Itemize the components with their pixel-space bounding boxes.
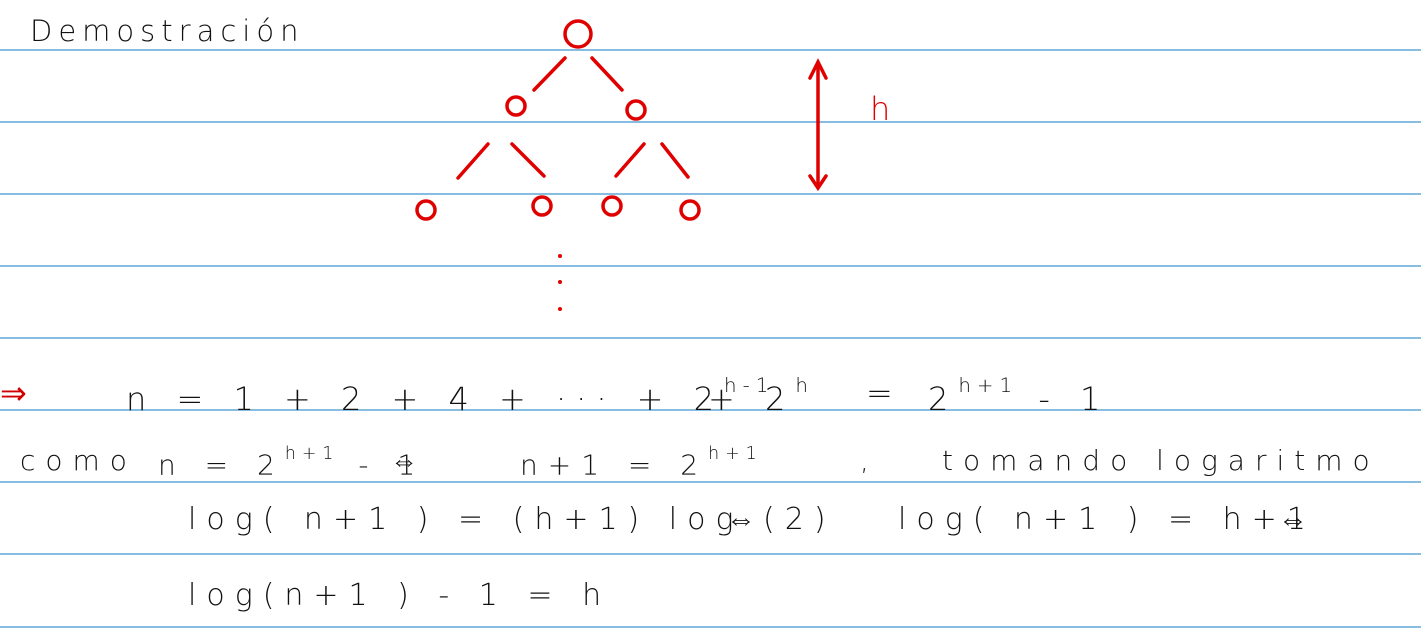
ruled-line — [0, 121, 1421, 123]
ellipsis-dot — [558, 254, 562, 258]
equals-sign: = — [866, 374, 903, 412]
n-expression: n = 2h+1 - 1 — [158, 444, 426, 482]
ruled-line — [0, 49, 1421, 51]
tree-edge — [660, 142, 690, 179]
word-como: como — [20, 444, 137, 477]
sum-last-term: + 2h — [708, 374, 814, 418]
tree-edge — [614, 142, 646, 178]
ellipsis-dot — [558, 307, 562, 311]
tree-edge — [456, 142, 490, 180]
ruled-line — [0, 553, 1421, 555]
comma: , — [860, 444, 879, 477]
tomando-logaritmo-text: tomando logaritmo — [942, 444, 1380, 477]
tree-node — [415, 199, 437, 221]
n-plus-one-expression: n+1 = 2h+1 — [520, 444, 763, 482]
implies-arrow: ⇒ — [0, 374, 37, 412]
height-arrow-bottom-head — [808, 174, 828, 192]
tree-node-root — [563, 19, 593, 49]
ruled-line — [0, 409, 1421, 411]
ruled-line — [0, 626, 1421, 628]
log-simplified-expression: log( n+1 ) = h+1 — [898, 502, 1316, 537]
log-expression: log( n+1 ) = (h+1) log (2) — [188, 502, 836, 537]
ellipsis-dot — [558, 280, 562, 284]
ruled-line — [0, 193, 1421, 195]
tree-edge — [510, 142, 546, 178]
tree-edge — [590, 56, 624, 92]
ruled-line — [0, 265, 1421, 267]
page-title: Demostración — [30, 14, 305, 48]
tree-node — [679, 199, 701, 221]
iff-arrow: ⇔ — [390, 444, 428, 477]
tree-node — [625, 99, 647, 121]
iff-arrow: ⇔ — [726, 502, 766, 537]
tree-edge — [532, 56, 567, 92]
ruled-line — [0, 481, 1421, 483]
tree-node — [531, 195, 553, 217]
iff-arrow: ⇔ — [1278, 502, 1318, 537]
final-expression: log(n+1 ) - 1 = h — [188, 578, 612, 613]
ruled-line — [0, 337, 1421, 339]
height-label: h — [870, 90, 890, 128]
sum-closed-form: 2h+1 - 1 — [928, 374, 1111, 418]
tree-node — [505, 95, 527, 117]
sum-expression: n = 1 + 2 + 4 + ··· + 2h-1 — [126, 374, 775, 418]
height-arrow-top-head — [808, 58, 828, 80]
tree-node — [601, 195, 623, 217]
